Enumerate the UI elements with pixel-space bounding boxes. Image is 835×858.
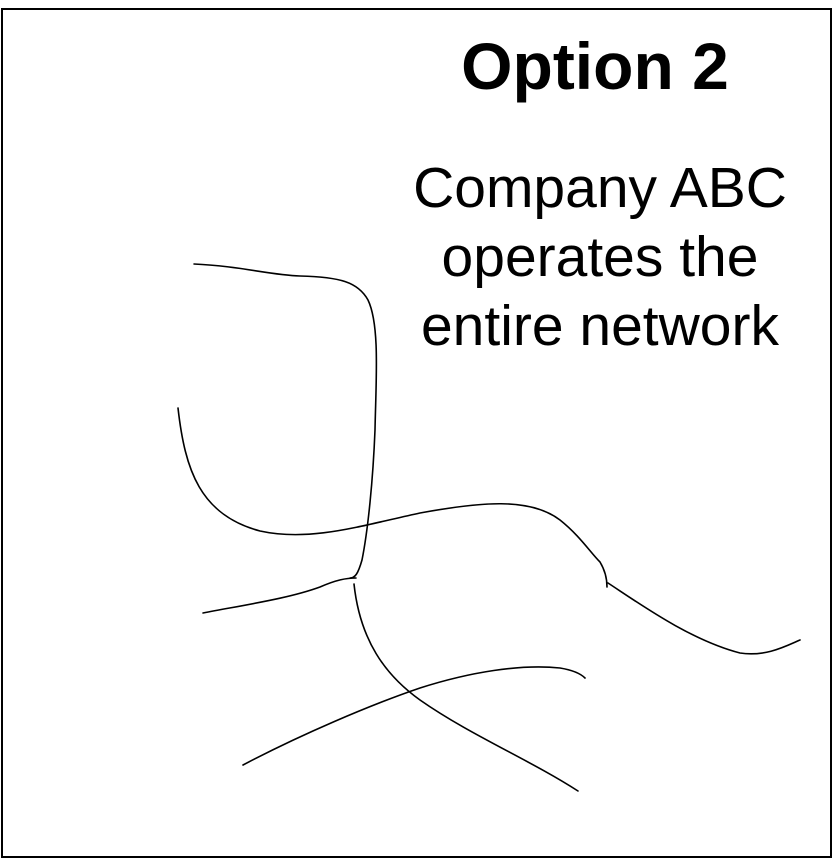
network-line-left-arc — [177, 407, 608, 588]
slide-caption: Company ABC operates the entire network — [360, 154, 835, 361]
caption-line-1: Company ABC — [413, 156, 787, 220]
network-line-bottom-cross — [242, 666, 586, 766]
slide-title: Option 2 — [461, 29, 729, 103]
network-line-lower-left — [202, 577, 357, 614]
network-line-top-loop — [193, 263, 378, 579]
caption-line-2: operates the — [441, 225, 759, 289]
network-line-center-down — [353, 583, 579, 792]
caption-line-3: entire network — [420, 294, 779, 358]
network-line-right-branch — [607, 582, 801, 655]
slide-frame — [1, 8, 832, 858]
